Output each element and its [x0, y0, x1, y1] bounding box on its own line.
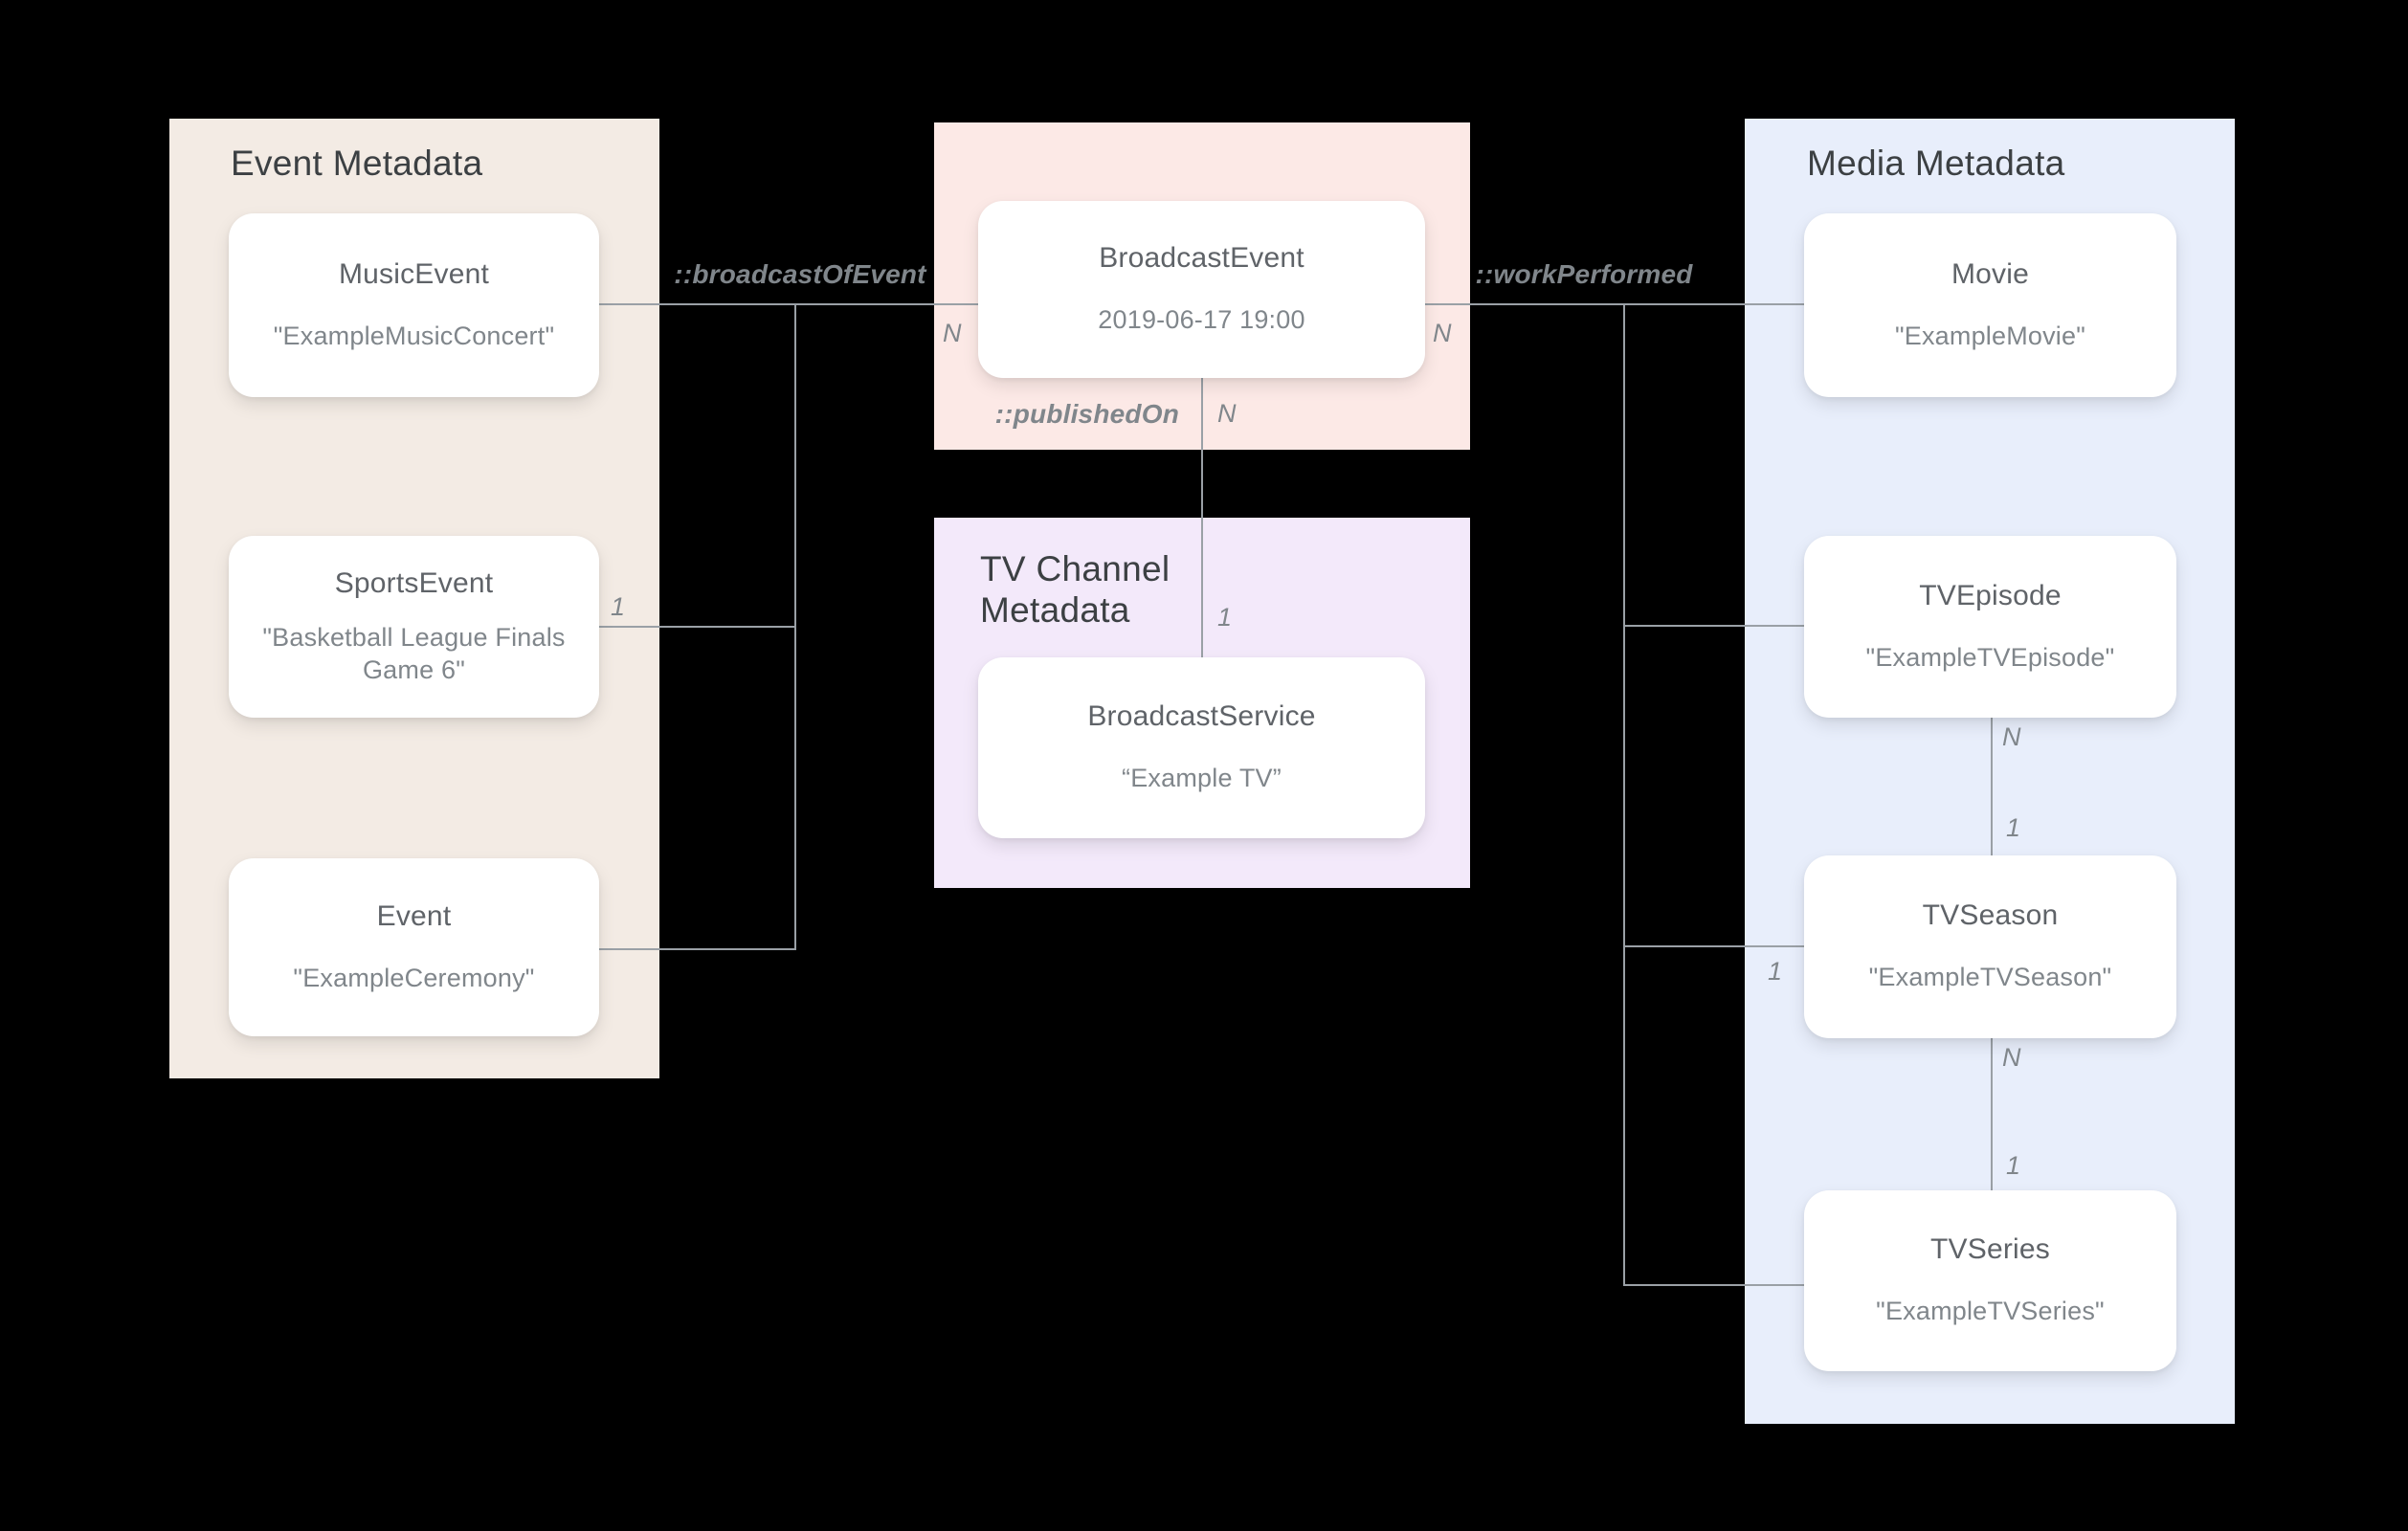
- node-title: TVSeries: [1930, 1233, 2050, 1266]
- cardinality-sports-1: 1: [611, 592, 626, 621]
- connector-sportsevent-branch: [599, 626, 795, 628]
- cardinality-season-series-1: 1: [2006, 1151, 2021, 1180]
- connector-event-branch: [599, 948, 795, 950]
- cardinality-episode-n: N: [2002, 722, 2021, 751]
- connector-tvepisode-tvseason: [1991, 717, 1993, 855]
- label-work-performed: ::workPerformed: [1475, 259, 1693, 289]
- node-subtitle: "ExampleCeremony": [293, 963, 535, 992]
- node-title: BroadcastEvent: [1099, 242, 1304, 275]
- label-published-on: ::publishedOn: [994, 399, 1179, 429]
- node-subtitle: "Basketball League Finals Game 6": [262, 622, 566, 684]
- node-title: BroadcastService: [1087, 700, 1316, 733]
- node-subtitle: “Example TV”: [1122, 764, 1282, 793]
- connector-tvepisode-branch: [1624, 625, 1804, 627]
- node-event: Event "ExampleCeremony": [229, 858, 599, 1036]
- cardinality-music-broadcast-n: N: [943, 319, 962, 347]
- node-tv-series: TVSeries "ExampleTVSeries": [1804, 1190, 2176, 1371]
- node-title: Event: [376, 899, 452, 932]
- connector-publishedon: [1201, 378, 1203, 657]
- node-title: SportsEvent: [334, 566, 494, 599]
- node-sports-event: SportsEvent "Basketball League Finals Ga…: [229, 536, 599, 718]
- node-title: TVEpisode: [1919, 579, 2062, 611]
- node-title: Movie: [1951, 257, 2030, 290]
- connector-musicevent-broadcastevent: [599, 303, 978, 305]
- node-title: TVSeason: [1922, 899, 2059, 932]
- label-broadcast-of-event: ::broadcastOfEvent: [674, 259, 926, 289]
- tv-channel-panel-title: TV Channel Metadata: [980, 549, 1171, 630]
- connector-right-trunk: [1623, 303, 1625, 1286]
- node-movie: Movie "ExampleMovie": [1804, 213, 2176, 397]
- node-broadcast-service: BroadcastService “Example TV”: [978, 657, 1425, 838]
- node-broadcast-event: BroadcastEvent 2019-06-17 19:00: [978, 201, 1425, 378]
- cardinality-season-n: N: [2002, 1043, 2021, 1072]
- node-subtitle: "ExampleTVSeason": [1868, 963, 2112, 992]
- event-panel-title: Event Metadata: [231, 144, 483, 183]
- cardinality-episode-season-1: 1: [2006, 813, 2021, 842]
- node-subtitle: "ExampleMovie": [1894, 321, 2086, 350]
- cardinality-season-left-1: 1: [1768, 957, 1783, 986]
- node-subtitle: 2019-06-17 19:00: [1098, 305, 1305, 335]
- cardinality-work-performed-n: N: [1433, 319, 1452, 347]
- node-tv-episode: TVEpisode "ExampleTVEpisode": [1804, 536, 2176, 718]
- connector-left-trunk: [794, 303, 796, 950]
- connector-tvseries-branch: [1624, 1284, 1804, 1286]
- cardinality-published-on-n: N: [1217, 399, 1237, 428]
- node-subtitle: "ExampleTVEpisode": [1865, 642, 2115, 672]
- cardinality-broadcast-service-1: 1: [1217, 603, 1233, 632]
- connector-tvseason-tvseries: [1991, 1038, 1993, 1190]
- connector-tvseason-branch: [1624, 945, 1804, 947]
- node-music-event: MusicEvent "ExampleMusicConcert": [229, 213, 599, 397]
- node-subtitle: "ExampleTVSeries": [1876, 1297, 2105, 1326]
- node-subtitle: "ExampleMusicConcert": [273, 321, 555, 350]
- node-title: MusicEvent: [338, 257, 490, 290]
- connector-broadcastevent-movie: [1425, 303, 1804, 305]
- node-tv-season: TVSeason "ExampleTVSeason": [1804, 855, 2176, 1038]
- media-panel-title: Media Metadata: [1807, 144, 2065, 183]
